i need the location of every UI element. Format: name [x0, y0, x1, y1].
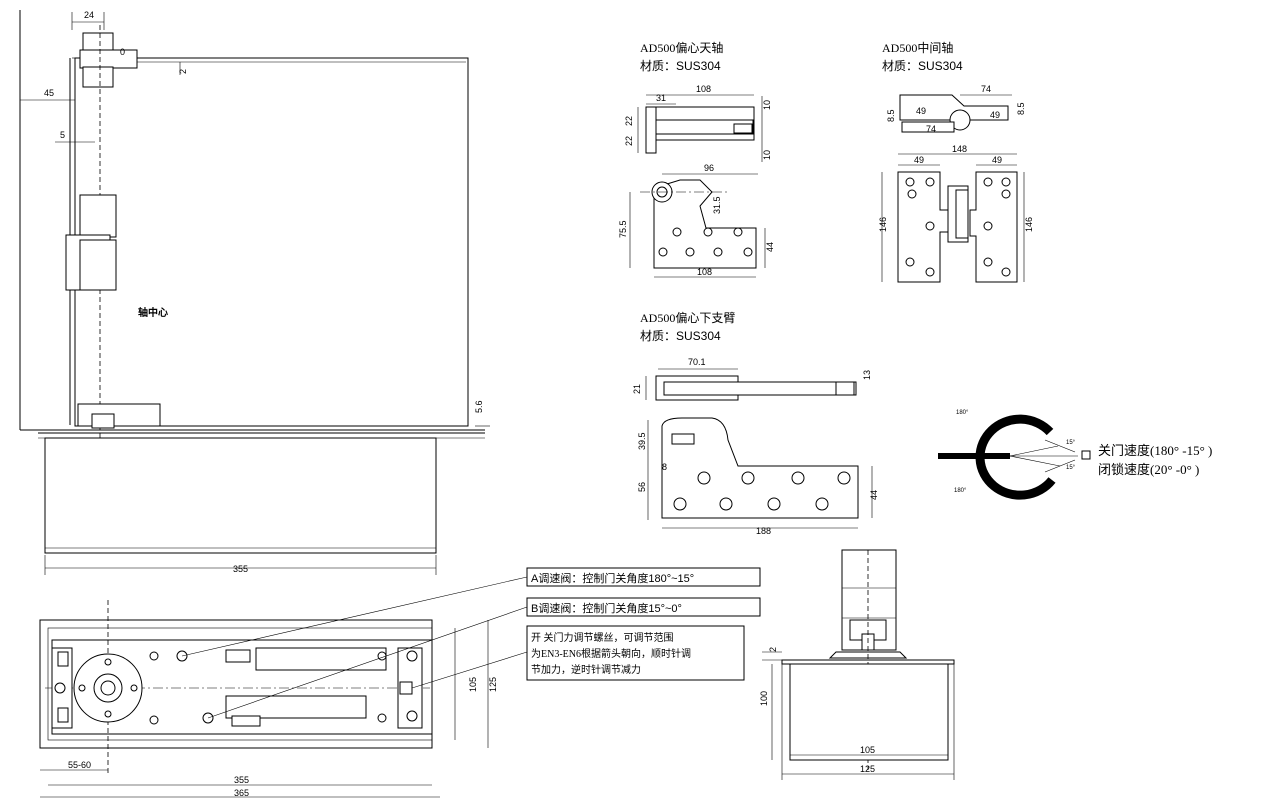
- dim-56: 56: [637, 482, 647, 492]
- dim-39-5: 39.5: [637, 432, 647, 450]
- callout-c-line-3: 节加力，逆时针调节减力: [531, 663, 641, 676]
- dim-5-6: 5.6: [474, 400, 484, 413]
- dim-125-plan: 125: [488, 677, 498, 692]
- angle-15-bottom: 15°: [1066, 465, 1076, 471]
- dim-74-a: 74: [981, 84, 991, 94]
- dim-22-b: 22: [624, 136, 634, 146]
- dim-365-plan: 365: [234, 788, 249, 798]
- dim-49-c: 49: [914, 155, 924, 165]
- top-pivot-title: AD500偏心天轴: [640, 40, 723, 55]
- dim-146-a: 146: [878, 217, 888, 232]
- dim-31: 31: [656, 93, 666, 103]
- door-elevation: 24 0 2 45 5 轴中心 5.6 355: [19, 10, 490, 575]
- angle-180-top: 180°: [956, 410, 969, 416]
- angle-15-top: 15°: [1066, 440, 1076, 446]
- dim-31-5: 31.5: [712, 196, 722, 214]
- dim-45: 45: [44, 88, 54, 98]
- dim-108-a: 108: [696, 84, 711, 94]
- middle-pivot-material: 材质：SUS304: [882, 59, 963, 73]
- dim-355-top: 355: [233, 564, 248, 574]
- axis-center-label: 轴中心: [138, 306, 168, 319]
- dim-0: 0: [120, 47, 125, 57]
- dim-10-b: 10: [762, 150, 772, 160]
- dim-21: 21: [632, 384, 642, 394]
- dim-100-section: 100: [759, 691, 769, 706]
- dim-49-b: 49: [990, 110, 1000, 120]
- top-pivot-material: 材质：SUS304: [640, 59, 721, 73]
- top-pivot-part: AD500偏心天轴 材质：SUS304 108 31 10 22 22 10 9…: [618, 40, 775, 278]
- dim-70-1: 70.1: [688, 357, 706, 367]
- dim-105-plan: 105: [468, 677, 478, 692]
- bottom-arm-material: 材质：SUS304: [640, 329, 721, 343]
- dim-10-a: 10: [762, 100, 772, 110]
- dim-49-d: 49: [992, 155, 1002, 165]
- middle-pivot-part: AD500中间轴 材质：SUS304 74 8.5 49 49 74 8.5 1…: [878, 40, 1034, 283]
- dim-44-a: 44: [765, 242, 775, 252]
- dim-8: 8: [662, 462, 667, 472]
- dim-108-b: 108: [697, 267, 712, 277]
- dim-24: 24: [84, 10, 94, 20]
- callout-c-line-2: 为EN3-EN6根据箭头朝向，顺时针调: [531, 647, 691, 660]
- closer-section-view: 2 100 105 125: [759, 549, 955, 780]
- callouts: A调速阀：控制门关角度180°~15° B调速阀：控制门关角度15°~0° 开 …: [181, 567, 761, 719]
- dim-355-plan: 355: [234, 775, 249, 785]
- dim-49-a: 49: [916, 106, 926, 116]
- speed-diagram: 180° 180° 15° 15° 关门速度(180° -15° ) 闭锁速度(…: [938, 410, 1212, 500]
- close-speed-label: 关门速度(180° -15° ): [1098, 443, 1212, 458]
- dim-13: 13: [862, 370, 872, 380]
- callout-a: A调速阀：控制门关角度180°~15°: [531, 571, 694, 585]
- dim-2: 2: [178, 69, 188, 74]
- dim-2-section: 2: [768, 647, 778, 652]
- angle-180-bottom: 180°: [954, 488, 967, 494]
- dim-8-5-b: 8.5: [1016, 102, 1026, 115]
- dim-55-60: 55-60: [68, 760, 91, 770]
- dim-148: 148: [952, 144, 967, 154]
- dim-22-a: 22: [624, 116, 634, 126]
- dim-96: 96: [704, 163, 714, 173]
- dim-5: 5: [60, 130, 65, 140]
- bottom-arm-title: AD500偏心下支臂: [640, 310, 735, 325]
- dim-125-section: 125: [860, 764, 875, 774]
- callout-c-line-1: 开 关门力调节螺丝，可调节范围: [531, 631, 674, 644]
- dim-75-5: 75.5: [618, 220, 628, 238]
- closer-plan-view: 105 125 55-60 355 365: [39, 600, 498, 798]
- bottom-arm-part: AD500偏心下支臂 材质：SUS304 70.1 13 21 39.5 8 5…: [632, 310, 879, 536]
- dim-188: 188: [756, 526, 771, 536]
- latch-speed-label: 闭锁速度(20° -0° ): [1098, 462, 1199, 477]
- callout-b: B调速阀：控制门关角度15°~0°: [531, 601, 682, 615]
- dim-105-section: 105: [860, 745, 875, 755]
- dim-8-5-a: 8.5: [886, 109, 896, 122]
- dim-44-b: 44: [869, 490, 879, 500]
- dim-74-b: 74: [926, 124, 936, 134]
- middle-pivot-title: AD500中间轴: [882, 40, 953, 55]
- dim-146-b: 146: [1024, 217, 1034, 232]
